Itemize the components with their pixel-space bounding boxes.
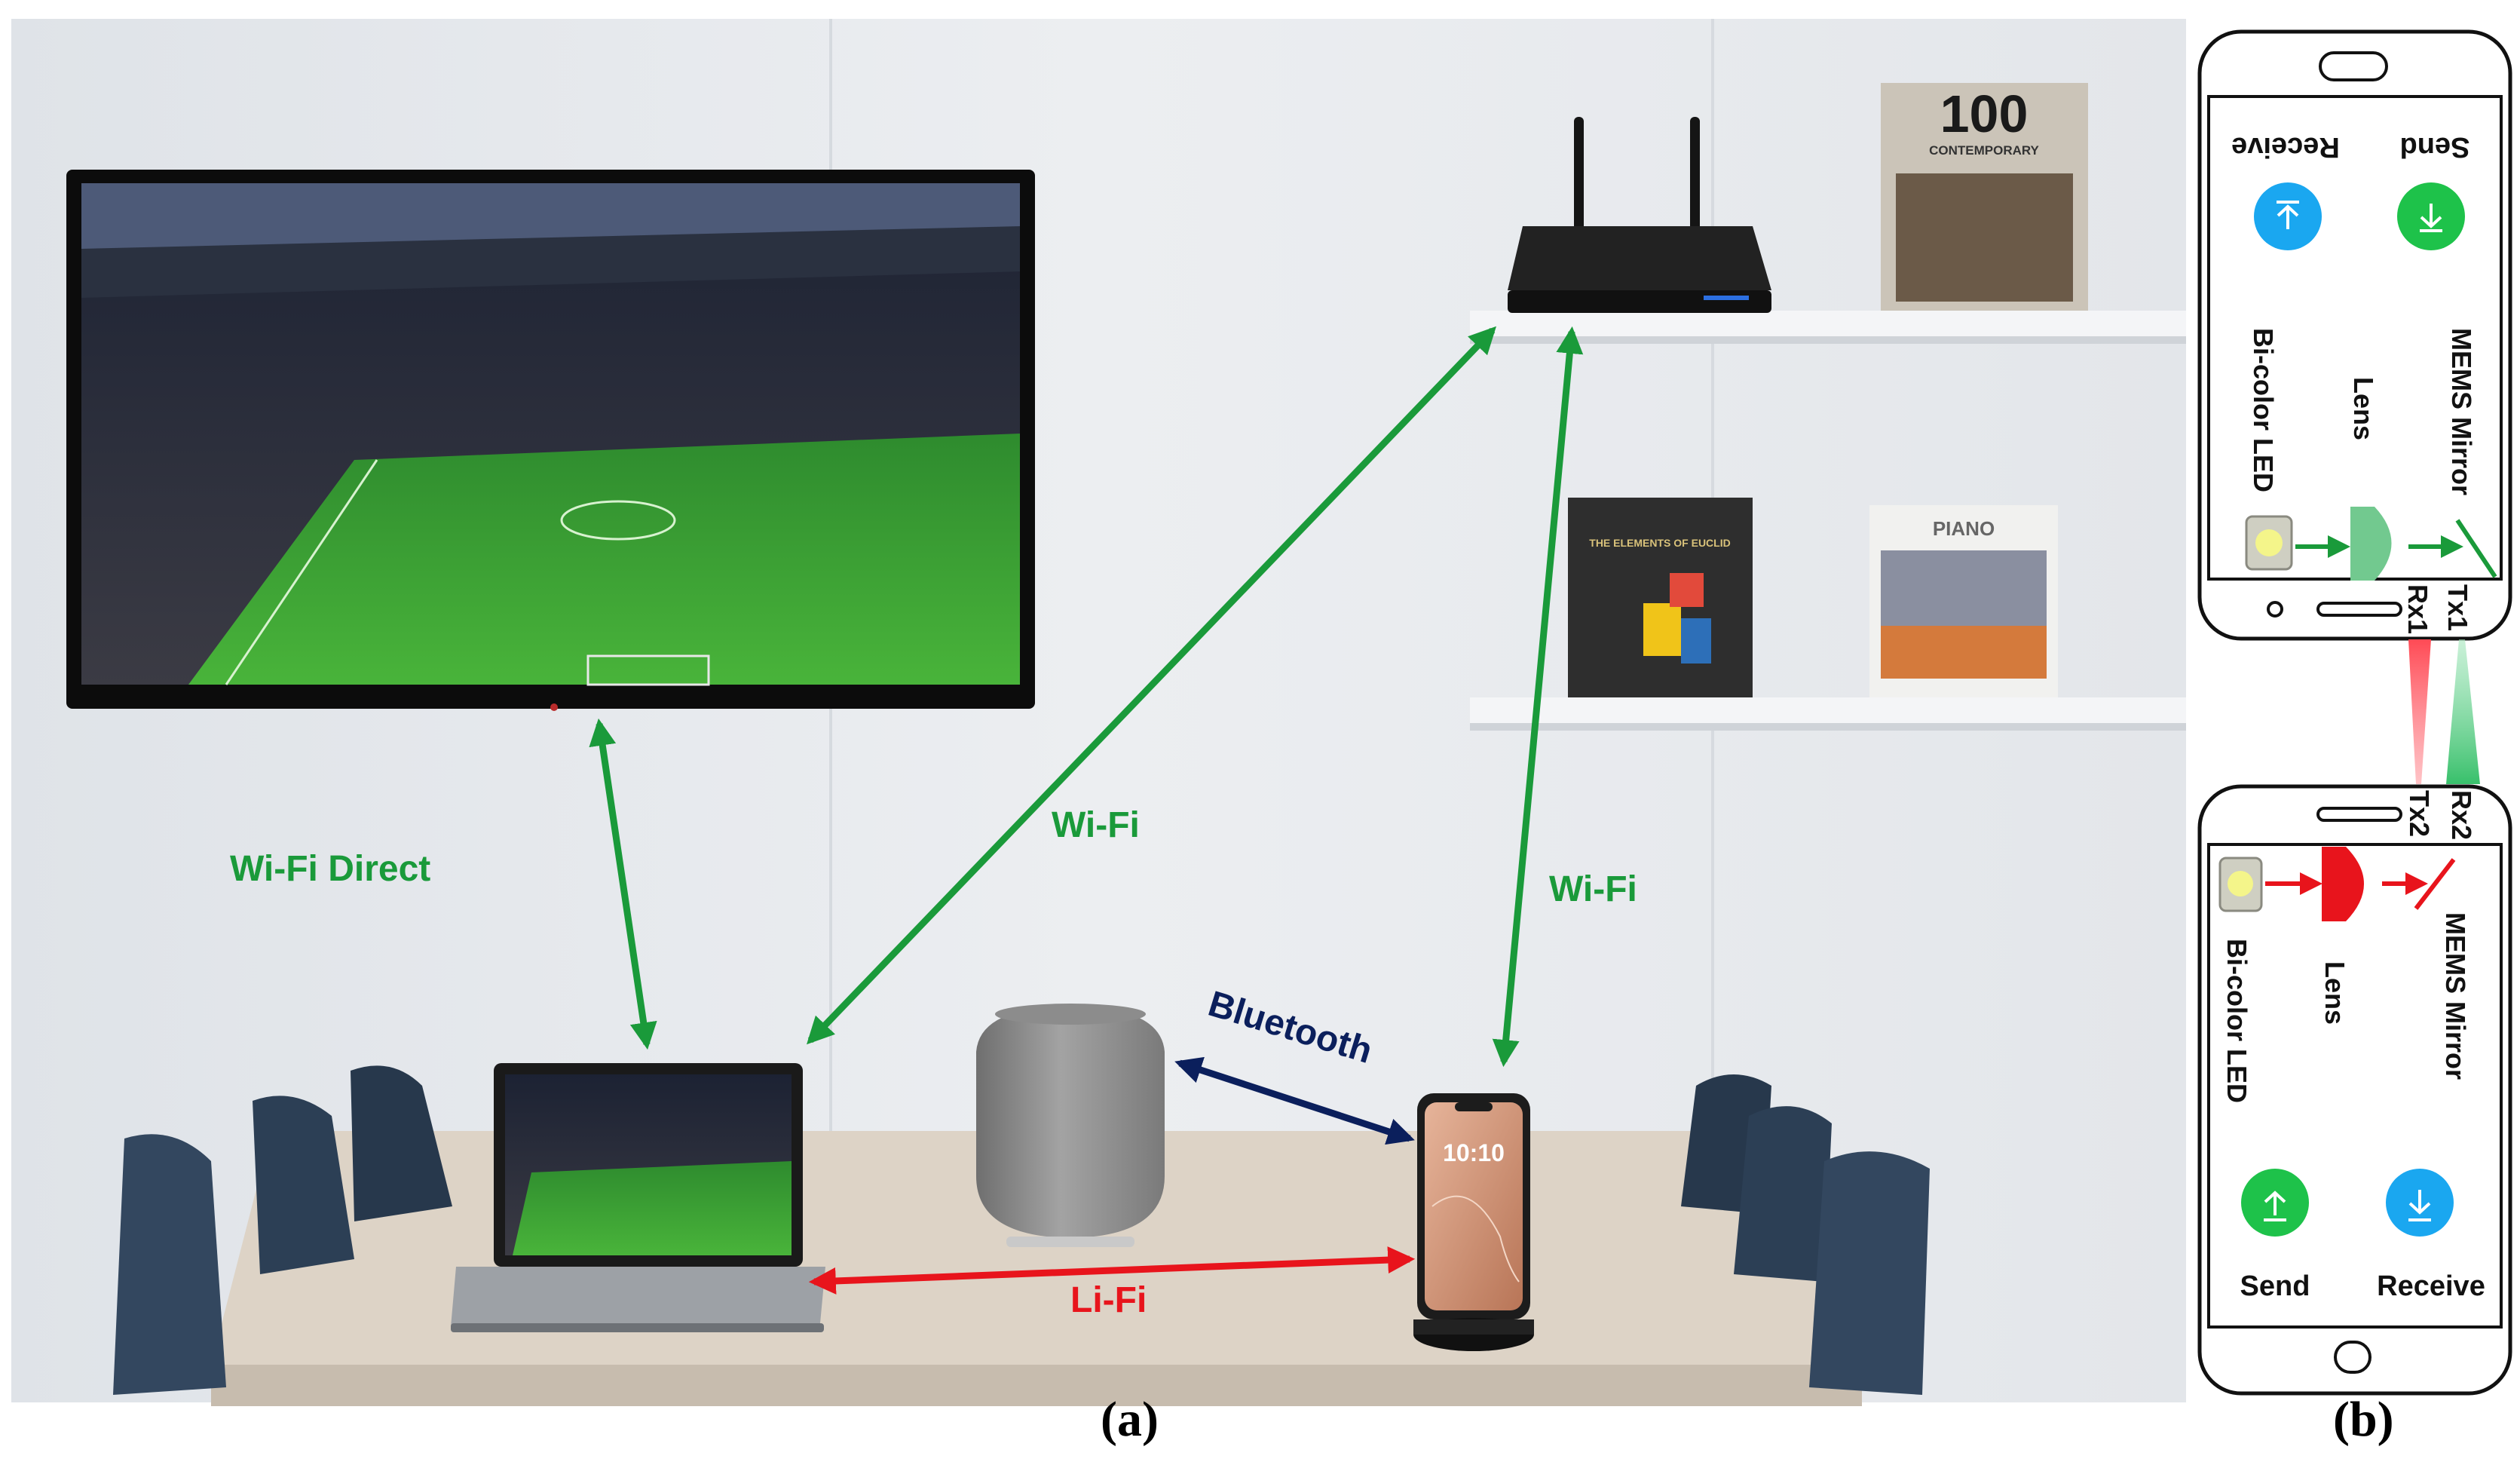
tx-send-button[interactable] — [2397, 182, 2465, 250]
tx-mems-mirror — [2455, 519, 2497, 578]
phone-transmitter-speaker — [2319, 51, 2388, 81]
caption-b: (b) — [2333, 1392, 2394, 1447]
rx-send-button[interactable] — [2241, 1169, 2309, 1237]
phone-transmitter-screen — [2207, 95, 2503, 581]
phone-receiver-home — [2334, 1341, 2371, 1374]
book-100: 100 CONTEMPORARY — [1881, 83, 2088, 311]
chairs-right — [1681, 1074, 1930, 1395]
book-euclid: THE ELEMENTS OF EUCLID — [1568, 498, 1753, 697]
rx-bicolor-led — [2218, 857, 2263, 912]
label-wifi-phone-router: Wi-Fi — [1549, 869, 1637, 909]
tx-port-tx-label: Tx1 — [2442, 584, 2473, 631]
tx-port-rx-label: Rx1 — [2402, 584, 2433, 634]
wifi-direct-arrow — [589, 718, 657, 1050]
tx-lens-label: Lens — [2348, 377, 2379, 440]
book-100-title: 100 — [1940, 84, 2029, 143]
wifi-laptop-router-arrow — [807, 326, 1496, 1045]
rx-mirror-label: MEMS Mirror — [2440, 912, 2471, 1080]
shelf-top — [1470, 311, 2190, 336]
chairs-left — [113, 1065, 452, 1395]
book-piano: PIANO — [1869, 505, 2058, 697]
shelf-top-shadow — [1470, 336, 2190, 344]
lifi-arrow — [808, 1246, 1416, 1295]
download-icon — [2420, 204, 2442, 232]
book-100-subtitle: CONTEMPORARY — [1929, 143, 2039, 158]
wifi-phone-router-arrow — [1492, 326, 1584, 1068]
green-optical-beam — [2446, 639, 2480, 784]
rx-mems-mirror — [2414, 858, 2456, 910]
phone-transmitter-slot — [2316, 602, 2402, 617]
rx-led-label: Bi-color LED — [2221, 939, 2252, 1103]
smart-speaker — [976, 1004, 1165, 1247]
bluetooth-arrow — [1174, 1056, 1415, 1145]
label-wifi-laptop-router: Wi-Fi — [1052, 805, 1140, 845]
shelf-bottom — [1470, 697, 2190, 723]
tx-led-label: Bi-color LED — [2248, 328, 2279, 492]
phone-receiver-slot — [2316, 807, 2402, 822]
shelf-bottom-shadow — [1470, 723, 2190, 731]
tx-lens — [2350, 507, 2392, 581]
phone-transmitter: Send Receive MEMS Mirror Lens Bi-color L… — [2197, 29, 2512, 641]
rx-receive-label: Receive — [2377, 1270, 2485, 1302]
phone-transmitter-dot — [2267, 601, 2283, 618]
tx-receive-label: Receive — [2231, 131, 2340, 163]
upload-icon — [2277, 201, 2299, 229]
label-wifi-direct: Wi-Fi Direct — [230, 849, 430, 889]
book-piano-title: PIANO — [1933, 517, 1995, 540]
tx-send-label: Send — [2400, 131, 2470, 163]
router — [1508, 117, 1771, 313]
download-icon — [2408, 1190, 2431, 1221]
room-scene: 100 CONTEMPORARY THE ELEMENTS OF EUCLID … — [11, 19, 2190, 1406]
television — [66, 170, 1035, 711]
rx-send-label: Send — [2240, 1270, 2310, 1302]
phone-receiver-screen — [2207, 843, 2503, 1329]
book-euclid-title: THE ELEMENTS OF EUCLID — [1589, 537, 1730, 549]
laptop — [451, 1063, 825, 1332]
upload-icon — [2264, 1191, 2286, 1221]
rx-port-rx-label: Rx2 — [2446, 790, 2477, 840]
panel-b: Send Receive MEMS Mirror Lens Bi-color L… — [2186, 19, 2520, 1402]
rx-port-tx-label: Tx2 — [2404, 790, 2435, 837]
rx-lens-label: Lens — [2319, 961, 2350, 1025]
table-edge — [211, 1365, 1862, 1406]
rx-lens — [2322, 847, 2364, 921]
red-optical-beam — [2408, 639, 2431, 784]
tx-mirror-label: MEMS Mirror — [2446, 328, 2477, 495]
tx-bicolor-led — [2245, 515, 2293, 571]
caption-a: (a) — [1101, 1392, 1159, 1447]
phone-clock: 10:10 — [1443, 1139, 1505, 1166]
tx-receive-button[interactable] — [2254, 182, 2322, 250]
rx-receive-button[interactable] — [2386, 1169, 2454, 1237]
label-lifi: Li-Fi — [1070, 1280, 1147, 1320]
phone-receiver: Tx2 Rx2 MEMS Mirror Lens Bi-color LED Se… — [2197, 784, 2512, 1396]
phone-on-dock: 10:10 — [1413, 1093, 1534, 1351]
